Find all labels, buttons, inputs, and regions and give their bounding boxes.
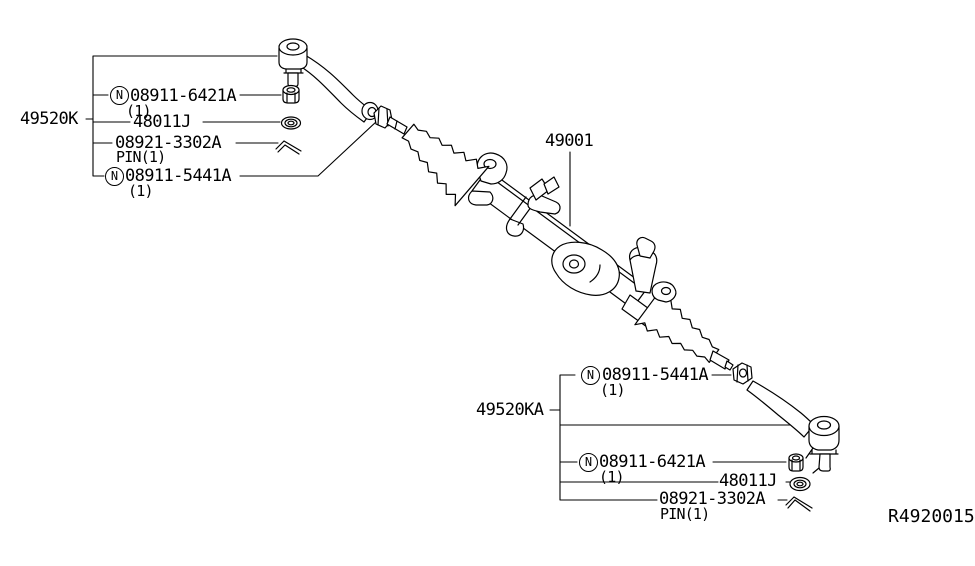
- part-number-08921-3302a-bottom[interactable]: 08921-3302A: [659, 489, 766, 509]
- outer-tie-rod-bottom: [746, 380, 840, 474]
- part-number-08911-5441a-bottom[interactable]: 08911-5441A: [602, 365, 709, 385]
- part-number-48011j-bottom[interactable]: 48011J: [719, 471, 777, 491]
- cotter-pin-icon: [275, 140, 302, 155]
- n-circle-badge: N: [110, 86, 129, 105]
- part-group-label-49520k[interactable]: 49520K: [20, 109, 78, 129]
- top-callout-bracket: [85, 55, 378, 177]
- cotter-pin-icon-bottom: [785, 496, 813, 512]
- diagram-ref-code: R4920015: [888, 506, 975, 527]
- part-number-08921-3302a-top[interactable]: 08921-3302A: [115, 133, 222, 153]
- n-circle-badge: N: [105, 167, 124, 186]
- outer-tie-rod-top: [278, 38, 408, 135]
- washer-icon: [280, 116, 302, 130]
- part-group-label-49520ka[interactable]: 49520KA: [476, 400, 544, 420]
- part-number-08911-6421a-bottom[interactable]: 08911-6421A: [599, 452, 706, 472]
- lower-boot-bellows: [634, 288, 720, 363]
- inner-socket-nut-bottom: [732, 362, 753, 385]
- part-qty-label: PIN(1): [660, 505, 710, 523]
- steering-gear-assembly: [401, 123, 734, 371]
- part-qty-label: (1): [128, 182, 153, 200]
- part-number-49001[interactable]: 49001: [545, 131, 594, 151]
- part-qty-label: (1): [599, 468, 624, 486]
- upper-boot-bellows: [401, 123, 490, 207]
- lock-nut-icon-bottom: [788, 453, 804, 472]
- part-qty-label: (1): [126, 102, 151, 120]
- bottom-callout-bracket: [549, 374, 798, 501]
- part-number-08911-6421a-top[interactable]: 08911-6421A: [130, 86, 237, 106]
- n-circle-badge: N: [579, 453, 598, 472]
- part-qty-label: PIN(1): [116, 148, 166, 166]
- lock-nut-icon: [282, 84, 300, 104]
- n-circle-badge: N: [581, 366, 600, 385]
- part-qty-label: (1): [600, 381, 625, 399]
- washer-icon-bottom: [789, 476, 811, 492]
- part-number-08911-5441a-top[interactable]: 08911-5441A: [125, 166, 232, 186]
- part-number-48011j-top[interactable]: 48011J: [133, 112, 191, 132]
